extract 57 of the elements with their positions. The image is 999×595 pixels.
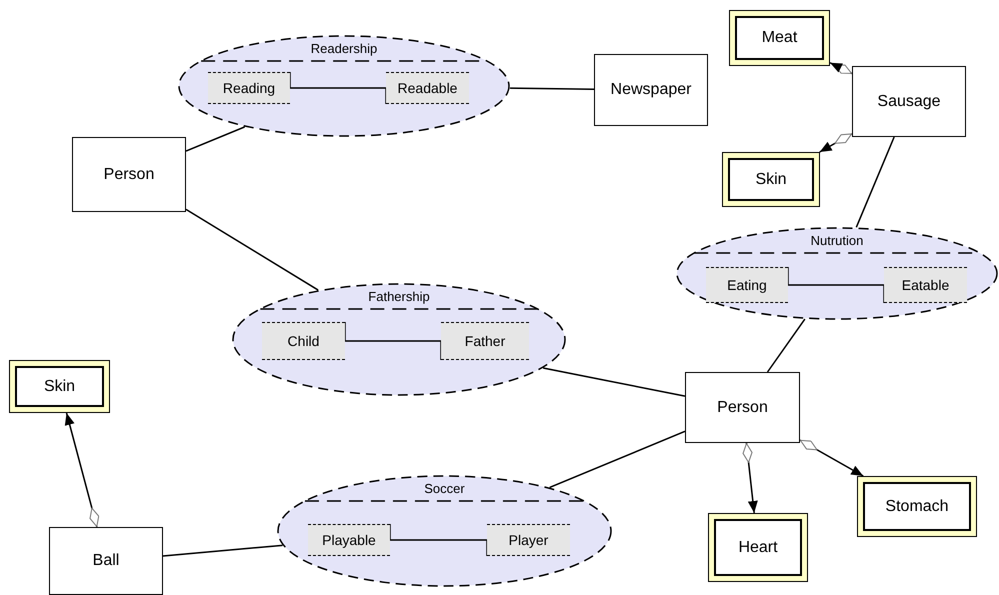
role-name: Reading bbox=[222, 80, 276, 96]
role-name: Player bbox=[508, 532, 548, 548]
connector-line bbox=[389, 524, 488, 556]
role-box bbox=[386, 72, 469, 104]
entity-box bbox=[685, 372, 800, 443]
weak-entity-box bbox=[708, 513, 808, 582]
role-box bbox=[884, 267, 967, 303]
arrow bbox=[742, 442, 758, 514]
connector-line bbox=[162, 544, 283, 557]
connector-line bbox=[543, 367, 686, 397]
role-name: Eatable bbox=[902, 277, 950, 293]
connector-line bbox=[856, 136, 895, 228]
role-name: Readable bbox=[398, 80, 458, 96]
role-name: Eating bbox=[727, 277, 767, 293]
role-name: Father bbox=[464, 333, 506, 349]
entity-name: Skin bbox=[44, 378, 76, 396]
entity-name: Heart bbox=[738, 538, 778, 556]
entity-name: Stomach bbox=[885, 498, 949, 516]
connector-line bbox=[289, 72, 387, 104]
connector-line bbox=[787, 267, 885, 303]
entity-name: Person bbox=[717, 398, 768, 416]
role-name: Playable bbox=[322, 532, 376, 548]
role-box bbox=[262, 322, 345, 360]
connector-line bbox=[344, 322, 442, 360]
weak-entity-box bbox=[9, 360, 110, 413]
connector-line bbox=[186, 126, 245, 152]
connector-line bbox=[186, 208, 318, 291]
entity-name: Person bbox=[104, 166, 154, 184]
relationship-name: Readership bbox=[310, 41, 378, 56]
weak-entity-box bbox=[857, 476, 977, 537]
role-box bbox=[487, 524, 570, 556]
arrow bbox=[830, 62, 852, 74]
entity-name: Meat bbox=[762, 29, 798, 47]
role-name: Child bbox=[288, 333, 320, 349]
entity-name: Ball bbox=[92, 552, 120, 570]
entity-name: Skin bbox=[755, 170, 787, 188]
relationship-name: Fathership bbox=[368, 289, 430, 304]
entity-box bbox=[852, 66, 966, 137]
entity-box bbox=[72, 137, 186, 212]
arrow bbox=[64, 412, 100, 528]
connector-line bbox=[510, 87, 594, 90]
entity-name: Newspaper bbox=[610, 81, 692, 99]
role-box bbox=[308, 524, 390, 556]
arrow bbox=[819, 133, 852, 153]
role-box bbox=[208, 72, 290, 104]
connector-line bbox=[549, 430, 686, 488]
role-box bbox=[706, 267, 788, 303]
weak-entity-box bbox=[729, 10, 830, 66]
arrow bbox=[800, 439, 864, 477]
weak-entity-box bbox=[722, 152, 820, 207]
entity-box bbox=[594, 54, 708, 126]
role-box bbox=[441, 322, 529, 360]
relationship-name: Nutrution bbox=[810, 233, 864, 248]
relationship-name: Soccer bbox=[424, 481, 465, 496]
connector-line bbox=[766, 318, 806, 372]
entity-box bbox=[49, 527, 163, 595]
entity-name: Sausage bbox=[877, 92, 941, 110]
